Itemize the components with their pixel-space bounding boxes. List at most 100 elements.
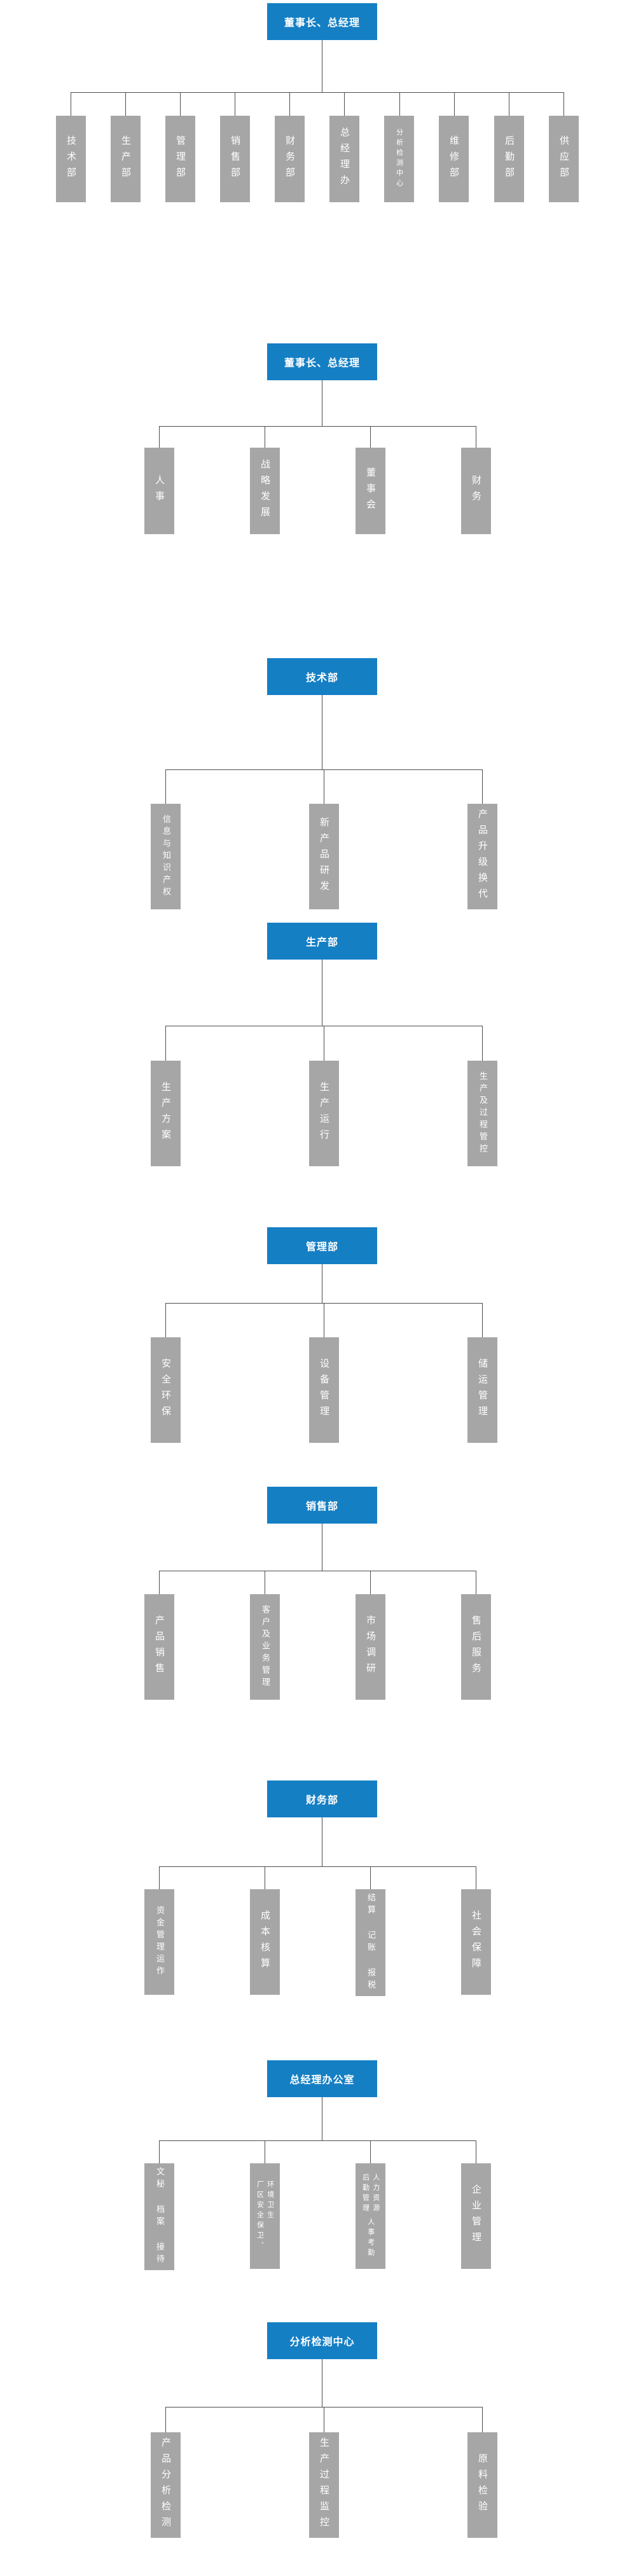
org-child-label: 生产方案 (160, 1082, 172, 1145)
connector-stub (165, 1026, 166, 1061)
org-child: 企业管理 (461, 2163, 491, 2269)
org-child-label: 售后服务 (471, 1615, 482, 1679)
org-child-label: 新产品研发 (319, 816, 330, 897)
org-child: 生产过程监控 (309, 2432, 339, 2538)
org-child: 分析检测中心 (384, 116, 414, 202)
org-child: 资金管理运作 (144, 1889, 174, 1995)
org-child: 产品升级换代 (467, 804, 497, 909)
org-child: 生产部 (111, 116, 141, 202)
connector-stub (482, 2407, 483, 2432)
org-child: 结算 记账 报税 (356, 1889, 385, 1996)
org-child-label: 社会保障 (471, 1910, 482, 1974)
org-child-column-left: 厂区安全保卫、 (256, 2180, 265, 2252)
org-child: 供应部 (549, 116, 579, 202)
connector-stub (563, 92, 564, 116)
org-header: 生产部 (267, 923, 377, 960)
org-child: 原料检验 (467, 2432, 497, 2538)
org-child-label: 储运管理 (477, 1358, 488, 1422)
org-child-label: 厂区安全保卫、 环境卫生 (255, 2180, 275, 2252)
connector-rail (71, 92, 563, 93)
org-child-label: 市场调研 (365, 1615, 377, 1679)
org-child: 新产品研发 (309, 804, 339, 909)
connector-stub (370, 1866, 371, 1889)
org-child-label: 原料检验 (477, 2453, 488, 2517)
connector-stub (454, 92, 455, 116)
org-child-label: 分析检测中心 (395, 128, 404, 189)
org-child-label: 董事会 (365, 467, 377, 515)
org-header: 董事长、总经理 (267, 3, 377, 40)
org-child: 产品分析检测 (151, 2432, 181, 2538)
org-child-label: 后勤部 (504, 135, 515, 183)
connector-stub (159, 1866, 160, 1889)
connector-stub (482, 1303, 483, 1337)
org-header: 技术部 (267, 658, 377, 695)
org-child-label: 维修部 (448, 135, 460, 183)
org-child-label: 财务 (471, 475, 482, 507)
org-child: 后勤管理 人力资源 人事考勤 (356, 2163, 385, 2269)
org-child: 客户及业务管理 (250, 1594, 280, 1700)
connector-stub (482, 1026, 483, 1061)
org-child: 战略发展 (250, 448, 280, 534)
org-header: 总经理办公室 (267, 2060, 377, 2097)
org-child-label: 生产部 (120, 135, 132, 183)
org-child-columns: 后勤管理 人力资源 (361, 2173, 380, 2214)
connector-stub (159, 426, 160, 448)
org-header: 分析检测中心 (267, 2322, 377, 2359)
org-child-label: 成本核算 (259, 1910, 271, 1974)
org-header: 财务部 (267, 1780, 377, 1817)
org-child: 储运管理 (467, 1337, 497, 1443)
org-child: 安全环保 (151, 1337, 181, 1443)
connector-stub (165, 2407, 166, 2432)
connector-stub (125, 92, 126, 116)
org-header: 销售部 (267, 1487, 377, 1524)
org-child-label: 总经理办 (339, 127, 350, 191)
connector-stub (180, 92, 181, 116)
connector-stub (482, 769, 483, 804)
org-child: 管理部 (165, 116, 195, 202)
org-child-column-left: 后勤管理 (361, 2173, 370, 2214)
org-child: 生产及过程管控 (467, 1061, 497, 1166)
org-child: 成本核算 (250, 1889, 280, 1995)
org-child: 技术部 (56, 116, 86, 202)
org-header: 管理部 (267, 1227, 377, 1264)
org-child-label: 资金管理运作 (155, 1906, 164, 1978)
org-child-label: 安全环保 (160, 1358, 172, 1422)
org-child: 财务 (461, 448, 491, 534)
org-child: 总经理办 (329, 116, 359, 202)
connector-stub (399, 92, 400, 116)
org-child-label: 产品分析检测 (160, 2437, 172, 2533)
org-child-column-right: 人力资源 (371, 2173, 380, 2214)
org-child: 信息与知识产权 (151, 804, 181, 909)
org-child: 销售部 (220, 116, 250, 202)
org-child: 生产方案 (151, 1061, 181, 1166)
org-child-label: 产品销售 (154, 1615, 165, 1679)
org-child-label: 技术部 (66, 135, 77, 183)
org-child: 后勤部 (494, 116, 524, 202)
org-child-label: 结算 记账 报税 (366, 1893, 375, 1992)
org-child-label: 财务部 (284, 135, 296, 183)
org-child-label: 设备管理 (319, 1358, 330, 1422)
org-child-label: 管理部 (175, 135, 186, 183)
org-child-label: 人事 (154, 475, 165, 507)
org-child-label: 后勤管理 人力资源 人事考勤 (361, 2173, 380, 2259)
org-child: 设备管理 (309, 1337, 339, 1443)
org-child: 社会保障 (461, 1889, 491, 1995)
org-child: 文秘 档案 接待 (144, 2163, 174, 2270)
org-child-label: 销售部 (230, 135, 241, 183)
org-child-label: 信息与知识产权 (161, 814, 170, 899)
connector-rail (159, 426, 476, 427)
org-child: 生产运行 (309, 1061, 339, 1166)
org-child-label: 生产及过程管控 (478, 1071, 487, 1156)
org-child: 市场调研 (356, 1594, 385, 1700)
connector-stub (289, 92, 290, 116)
org-child-label: 产品升级换代 (477, 809, 488, 904)
org-child-label: 文秘 档案 接待 (155, 2167, 164, 2266)
org-child-label: 生产过程监控 (319, 2437, 330, 2533)
connector-stub (165, 1303, 166, 1337)
org-child-label: 战略发展 (259, 459, 271, 523)
org-child-label: 生产运行 (319, 1082, 330, 1145)
org-child: 厂区安全保卫、 环境卫生 (250, 2163, 280, 2269)
org-child: 产品销售 (144, 1594, 174, 1700)
connector-rail (159, 2140, 476, 2141)
